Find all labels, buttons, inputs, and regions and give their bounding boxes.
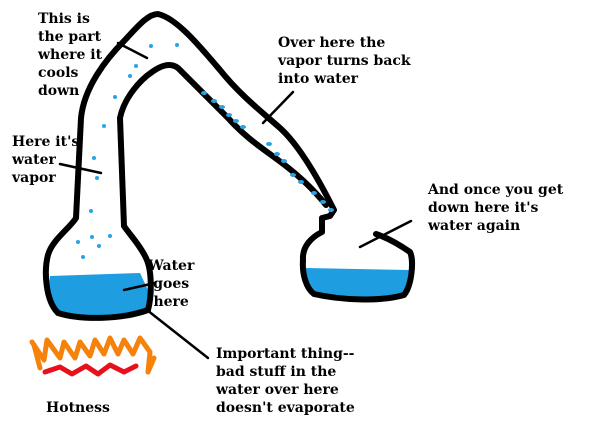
label-hotness: Hotness xyxy=(46,400,110,416)
label-water-goes-here: Water goes here xyxy=(148,258,195,310)
pointer-lines xyxy=(58,41,413,360)
left-flask-water xyxy=(47,273,148,318)
condensation-droplets xyxy=(201,91,334,212)
inner-flame xyxy=(42,362,139,377)
outer-flame xyxy=(29,335,153,375)
right-flask-water xyxy=(306,268,410,298)
pointer-again xyxy=(358,219,413,249)
pointer-turns xyxy=(261,90,295,125)
label-important-thing: Important thing-- bad stuff in the water… xyxy=(216,346,355,416)
pointer-vapor xyxy=(58,162,103,175)
pointer-cools xyxy=(116,41,149,60)
pointer-water xyxy=(122,281,157,292)
label-water-vapor: Here it's water vapor xyxy=(12,134,80,186)
apparatus-outer-outline xyxy=(42,11,415,316)
label-cools-down: This is the part where it cools down xyxy=(38,11,103,99)
vapor-dots xyxy=(76,43,179,259)
pointer-important xyxy=(145,308,210,360)
outer-flame-base xyxy=(31,342,157,375)
label-water-again: And once you get down here it's water ag… xyxy=(428,182,564,234)
apparatus-inner-outline xyxy=(117,62,329,313)
label-vapor-turns-back: Over here the vapor turns back into wate… xyxy=(278,35,411,87)
left-flask-bottom xyxy=(55,307,151,321)
